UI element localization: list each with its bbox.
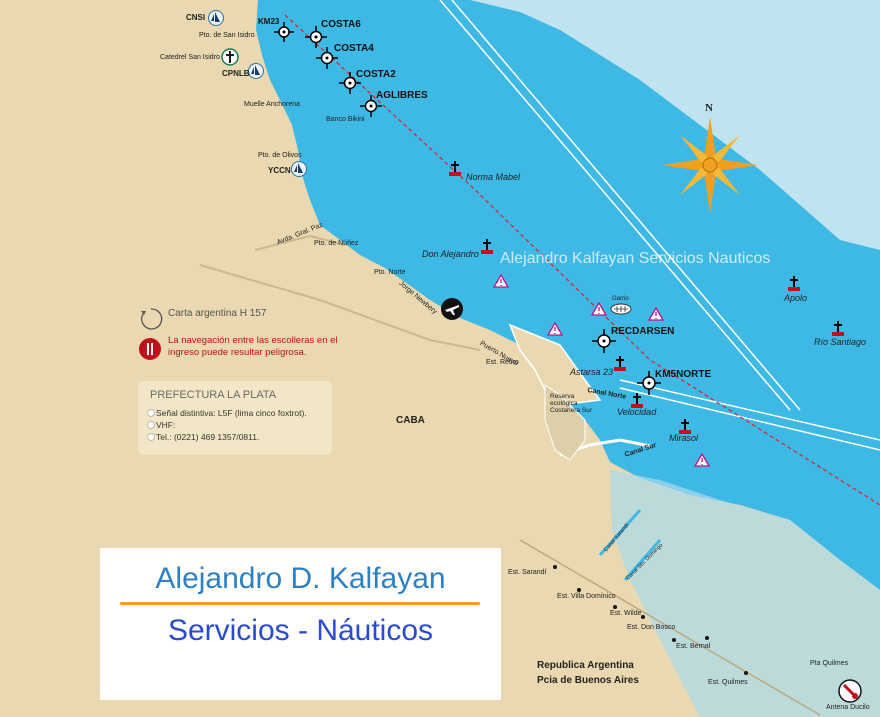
wreck-icon[interactable] [831,320,845,338]
hazard-icon[interactable] [694,453,710,467]
warning-icon [139,338,161,360]
wreck-icon[interactable] [678,418,692,436]
reserva-area [544,384,586,461]
bullet-icon [147,409,155,417]
channel-east [619,379,880,441]
warning-text: La navegación entre las escolleras en el… [168,335,338,358]
channel-east-2 [619,387,880,451]
label-muelle-anchorena: Muelle Anchorena [244,101,301,108]
garrio-icon[interactable] [610,303,632,315]
canal-sarandi-line [598,509,642,556]
prefectura-title: PREFECTURA LA PLATA [150,389,277,401]
refresh-circle-icon [141,308,163,330]
hazard-icon[interactable] [547,322,563,336]
card-subtitle: Servicios - Náuticos [167,614,434,647]
waypoint-recdarsen: RECDARSEN [611,326,675,337]
club-yccn: YCCN [268,166,291,175]
wreck-rio-santiago: Río Santiago [814,337,867,347]
label-pta-quilmes: Pta Quilmes [810,660,849,667]
waypoint-icon[interactable] [274,22,294,42]
rail-line [519,539,821,716]
label-country: Republica Argentina [537,660,634,671]
channel-north [439,0,791,411]
waypoint-icon[interactable] [637,371,661,395]
road-gral-paz [254,234,346,251]
station-quilmes: Est. Quilmes [708,679,748,686]
wreck-icon[interactable] [613,355,627,373]
prefectura-signal: Señal distintiva: L5F (lima cinco foxtro… [156,408,307,418]
wreck-mirasol: Mirasol [669,433,699,443]
business-card: Alejandro D. Kalfayan Servicios - Náutic… [100,548,501,700]
label-garrio: Garrio [612,296,629,302]
hazard-icon[interactable] [648,307,664,321]
wreck-velocidad: Velocidad [617,407,657,417]
waypoint-km5norte: KM5NORTE [655,369,712,380]
label-reserva: Reserva ecológica Costanera Sur [550,393,592,414]
wreck-norma-mabel: Norma Mabel [466,172,521,182]
canal-dock-line [623,539,662,581]
road-city [199,264,481,351]
cathedral-icon[interactable] [221,48,239,66]
wreck-icon[interactable] [787,275,801,293]
club-cpnlb: CPNLB [222,69,250,78]
waypoint-icon[interactable] [339,72,361,94]
waypoint-costa6: COSTA6 [321,19,361,30]
card-divider [120,602,480,605]
prefectura-box: PREFECTURA LA PLATA Señal distintiva: L5… [138,381,332,455]
waypoint-icon[interactable] [305,26,327,48]
club-cnsi: CNSI [186,13,206,22]
channel-north-2 [451,0,801,411]
label-caba: CABA [396,415,425,426]
route-line [284,14,880,506]
station-sarandi: Est. Sarandí [508,569,547,576]
label-pto-san-isidro: Pto. de San Isidro [199,32,255,39]
wreck-don-alejandro: Don Alejandro [422,249,479,259]
wreck-icon[interactable] [630,392,644,410]
prefectura-vhf: VHF: [156,420,176,430]
sailboat-icon[interactable] [208,9,224,27]
waypoint-costa2: COSTA2 [356,69,396,80]
sailboat-icon[interactable] [291,160,307,178]
antenna-icon[interactable] [838,679,862,703]
airplane-icon[interactable] [440,297,464,321]
bullet-icon [147,433,155,441]
label-pto-norte: Pto. Norte [374,269,406,276]
waypoint-icon[interactable] [360,95,382,117]
wreck-apolo: Apolo [784,293,808,303]
compass-north-label: N [705,102,713,114]
compass-rose [662,117,758,213]
label-est-retiro: Est. Retiro [486,359,519,366]
station-wilde: Est. Wilde [610,610,642,617]
station-bernal: Est. Bernal [676,643,711,650]
shallow-south [610,470,880,717]
label-pto-olivos: Pto. de Olivos [258,152,302,159]
shallow-water [470,0,880,250]
waypoint-km23: KM23 [258,17,280,26]
waypoint-aglibres: AGLIBRES [376,90,428,101]
label-catedral: Catedrel San Isidro [160,54,220,61]
chart-reference-label: Carta argentina H 157 [168,308,267,319]
wreck-icon[interactable] [480,238,494,256]
waypoint-costa4: COSTA4 [334,43,374,54]
prefectura-phone[interactable]: Tel.: (0221) 469 1357/0811. [156,432,260,442]
card-name: Alejandro D. Kalfayan [155,562,446,595]
wreck-icon[interactable] [448,160,462,178]
bullet-icon [147,421,155,429]
watermark-text: Alejandro Kalfayan Servicios Nauticos [500,250,771,267]
wreck-astarsa: Astarsa 23 [570,367,614,377]
label-pto-nunez: Pto. de Núñez [314,240,359,247]
label-banco-bikini: Banco Bikini [326,116,365,123]
label-province: Pcia de Buenos Aires [537,675,639,686]
waypoint-icon[interactable] [592,329,616,353]
sailboat-icon[interactable] [248,62,264,80]
label-antena-ducilo: Antena Ducilo [826,704,870,711]
waypoint-icon[interactable] [316,47,338,69]
station-villa-dominico: Est. Villa Domínico [557,593,616,600]
station-don-bosco: Est. Don Bosco [627,624,676,631]
hazard-icon[interactable] [493,274,509,288]
hazard-icon[interactable] [591,302,607,316]
